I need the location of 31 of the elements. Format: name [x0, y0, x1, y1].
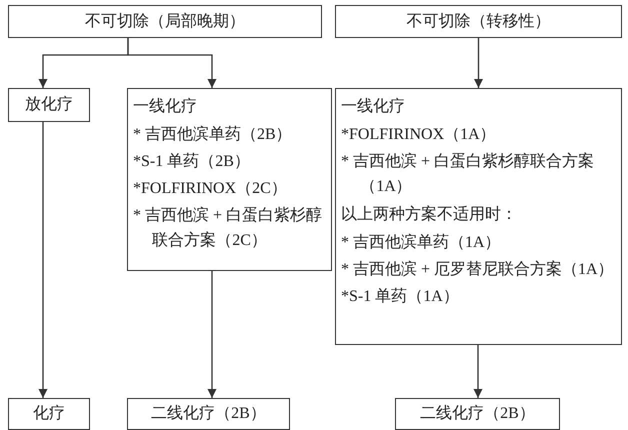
list-item: * 吉西他滨 + 厄罗替尼联合方案（1A）	[341, 259, 615, 280]
list-item: 以上两种方案不适用时：	[341, 204, 518, 225]
box-label: 放化疗	[25, 94, 73, 115]
box-label: 化疗	[33, 404, 65, 424]
process-box	[335, 88, 622, 345]
list-item: * 吉西他滨单药（1A）	[341, 232, 502, 253]
box-heading: 一线化疗	[133, 96, 198, 117]
list-item: *S-1 单药（2B）	[133, 152, 251, 172]
process-box	[395, 398, 560, 430]
list-item: *S-1 单药（1A）	[341, 286, 460, 307]
list-item: *FOLFIRINOX（2C）	[133, 179, 288, 199]
process-box	[8, 5, 322, 38]
box-label: 二线化疗（2B）	[420, 404, 535, 424]
process-box	[8, 88, 90, 122]
box-label: 不可切除（转移性）	[406, 12, 550, 32]
box-label: 二线化疗（2B）	[151, 404, 266, 424]
process-box	[8, 398, 90, 430]
arrow	[473, 345, 483, 398]
list-item: * 吉西他滨 + 白蛋白紫杉醇联合方案（2C）	[133, 206, 324, 251]
list-item: *FOLFIRINOX（1A）	[341, 125, 497, 145]
process-box	[127, 398, 290, 430]
arrow	[127, 38, 217, 88]
box-heading: 一线化疗	[341, 96, 406, 117]
process-box	[127, 88, 332, 271]
arrow	[207, 271, 217, 398]
list-item: * 吉西他滨 + 白蛋白紫杉醇联合方案（1A）	[341, 151, 596, 197]
box-label: 不可切除（局部晚期）	[85, 12, 245, 32]
process-box	[335, 5, 622, 38]
arrow	[474, 38, 484, 88]
arrow	[38, 122, 48, 398]
list-item: * 吉西他滨单药（2B）	[133, 124, 293, 145]
